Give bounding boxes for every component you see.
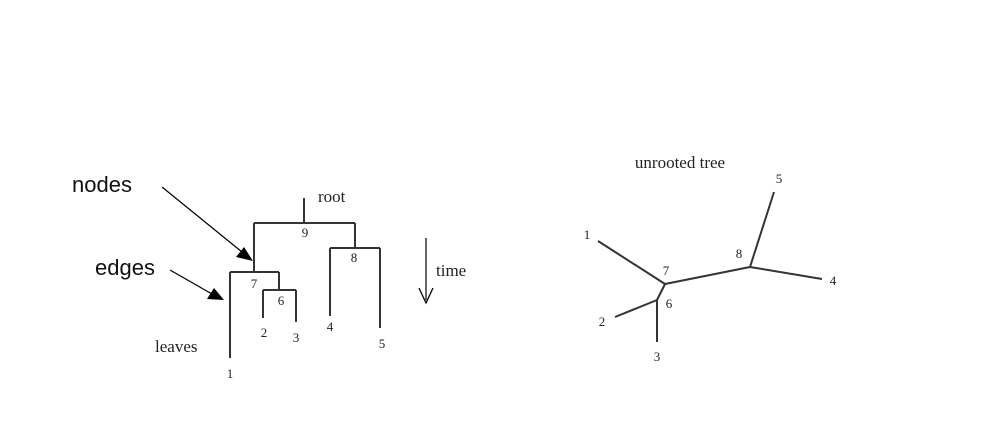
nodes-arrow-head <box>236 247 253 261</box>
root-caption: root <box>318 187 346 206</box>
time-caption: time <box>436 261 466 280</box>
unrooted-leaf-3-label: 3 <box>654 349 661 364</box>
unrooted-edge-7-6 <box>656 283 666 301</box>
unrooted-node-7-label: 7 <box>663 263 670 278</box>
leaves-caption: leaves <box>155 337 197 356</box>
unrooted-leaf-1-label: 1 <box>584 227 591 242</box>
unrooted-edge-7-8 <box>664 266 751 285</box>
unrooted-leaf-2-label: 2 <box>599 314 606 329</box>
edges-arrow-head <box>207 288 224 300</box>
unrooted-node-8-label: 8 <box>736 246 743 261</box>
edges-arrow-line <box>169 269 213 295</box>
unrooted-node-6-label: 6 <box>666 296 673 311</box>
rooted-leaf-2-label: 2 <box>261 325 268 340</box>
rooted-leaf-5-label: 5 <box>379 336 386 351</box>
unrooted-edge-8-5 <box>749 191 775 268</box>
rooted-node-7-label: 7 <box>251 276 258 291</box>
unrooted-tree: unrooted tree 1 7 8 5 4 6 2 3 <box>584 153 837 364</box>
annotation-arrows: nodes edges <box>72 172 253 300</box>
rooted-node-9-label: 9 <box>302 225 309 240</box>
unrooted-edge-8-4 <box>749 266 823 280</box>
edges-annotation-label: edges <box>95 255 155 280</box>
rooted-node-6-label: 6 <box>278 293 285 308</box>
rooted-leaf-3-label: 3 <box>293 330 300 345</box>
nodes-arrow-line <box>161 186 243 253</box>
rooted-tree: 9 8 7 6 2 3 4 5 1 root leaves time <box>155 187 466 381</box>
rooted-node-8-label: 8 <box>351 250 358 265</box>
nodes-annotation-label: nodes <box>72 172 132 197</box>
rooted-leaf-4-label: 4 <box>327 319 334 334</box>
rooted-leaf-1-label: 1 <box>227 366 234 381</box>
time-arrow-head <box>418 287 434 305</box>
unrooted-edge-1-7 <box>597 240 666 285</box>
unrooted-tree-title: unrooted tree <box>635 153 725 172</box>
unrooted-leaf-5-label: 5 <box>776 171 783 186</box>
unrooted-edge-6-2 <box>614 299 658 318</box>
unrooted-leaf-4-label: 4 <box>830 273 837 288</box>
